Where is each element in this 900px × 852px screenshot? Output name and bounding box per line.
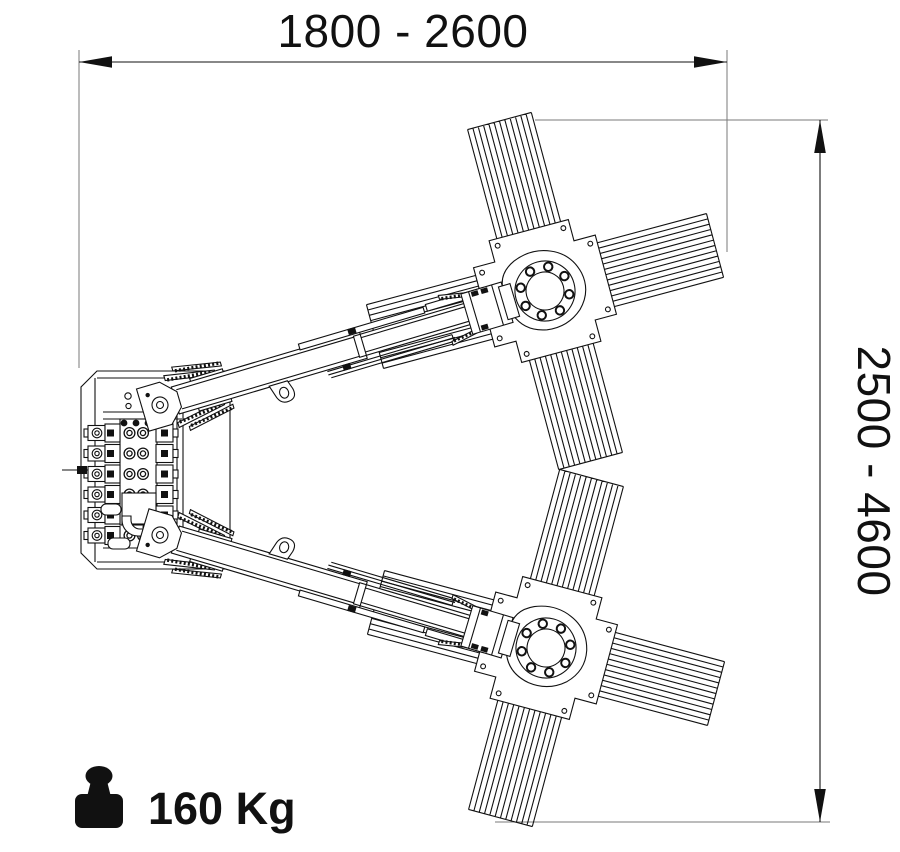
arrow-right-icon [694, 56, 727, 68]
arrow-left-icon [79, 56, 112, 68]
arrow-down-icon [814, 789, 826, 822]
extension-lines [78, 50, 830, 823]
weight-icon [75, 766, 123, 828]
arrow-up-icon [814, 120, 826, 153]
weight-label: 160 Kg [148, 783, 296, 834]
telescopic-arm-upper [131, 266, 526, 444]
rotor-head-lower [329, 431, 763, 852]
weight-spec: 160 Kg [75, 766, 296, 834]
machine-assembly [62, 74, 763, 852]
width-range-label: 1800 - 2600 [277, 5, 528, 57]
dimension-height: 2500 - 4600 [814, 120, 900, 822]
rotor-head-upper [328, 74, 762, 508]
telescopic-arm-lower [131, 496, 526, 674]
height-range-label: 2500 - 4600 [848, 345, 900, 596]
dimension-width: 1800 - 2600 [79, 5, 727, 68]
